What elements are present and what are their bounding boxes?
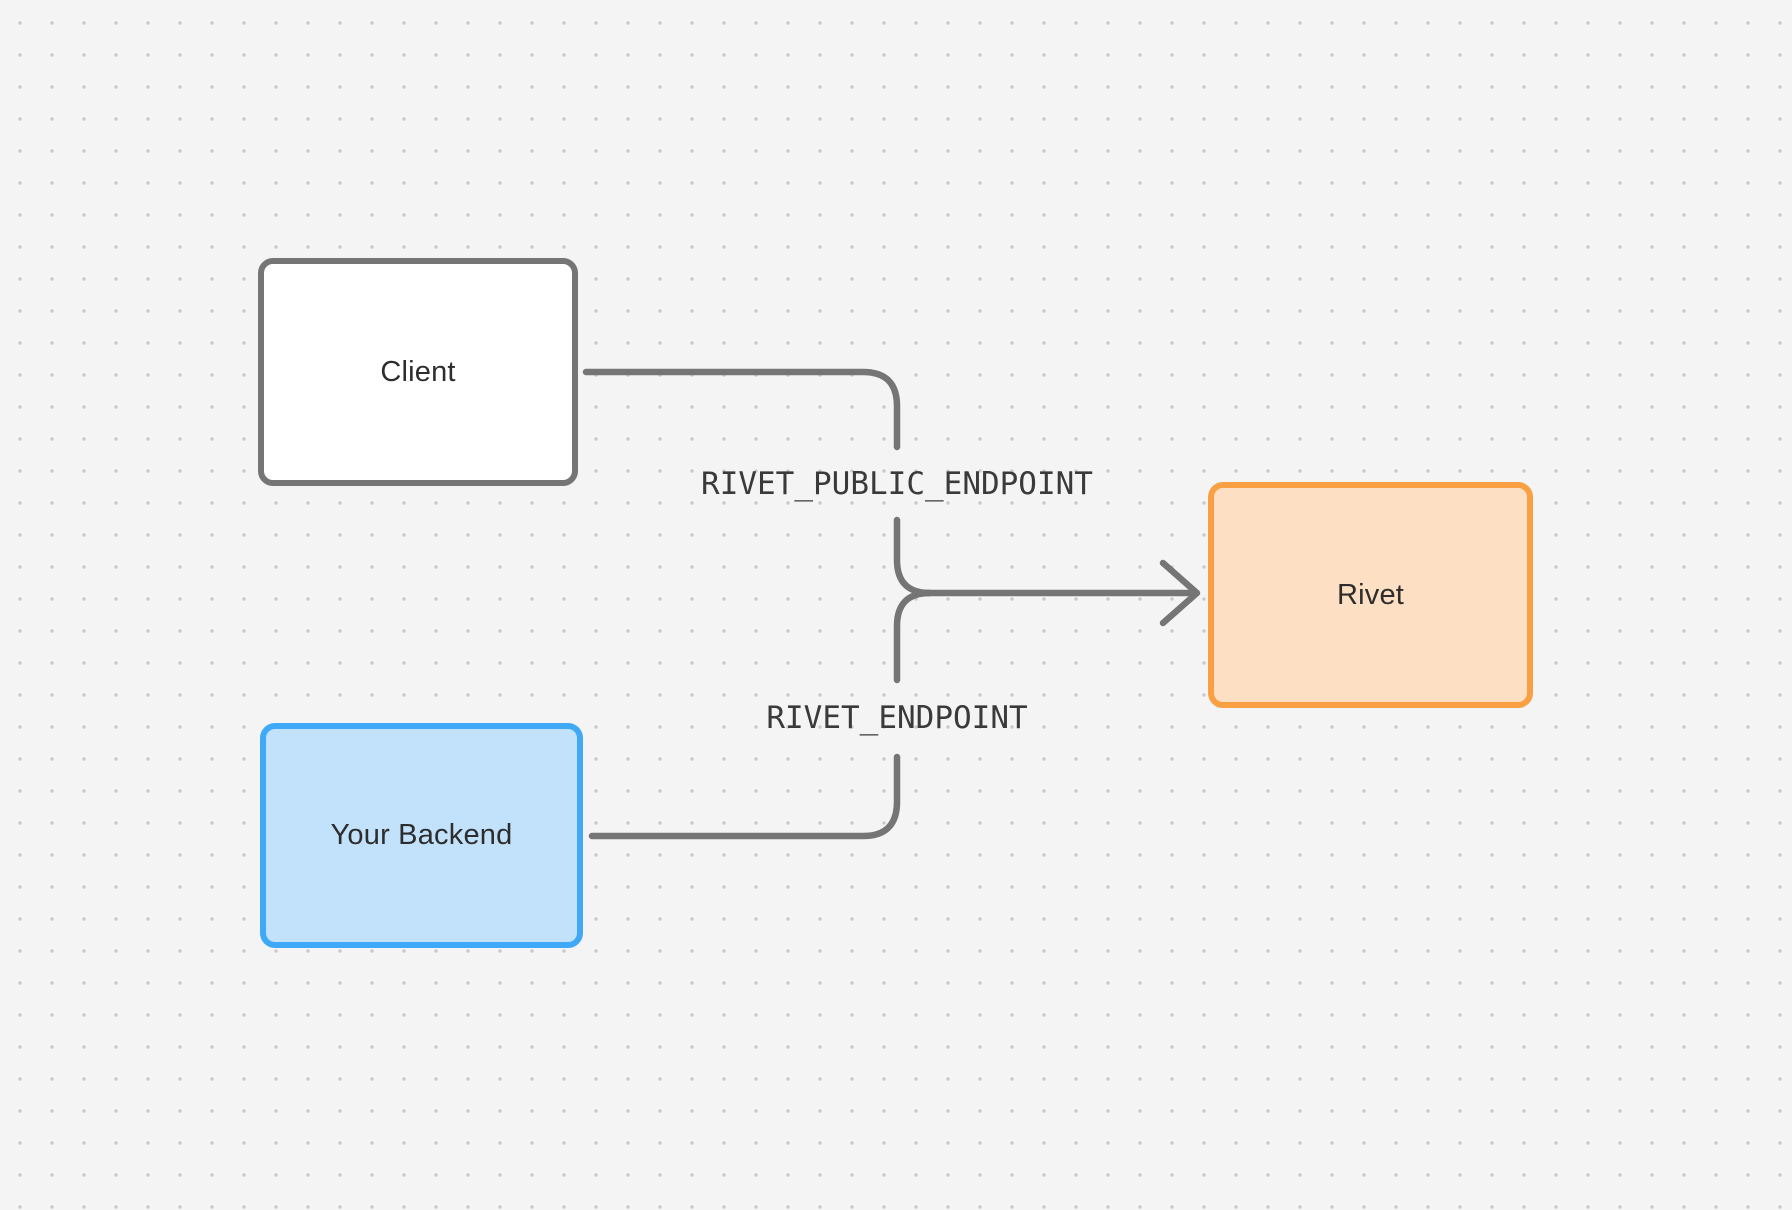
arrowhead-icon	[1159, 559, 1201, 627]
edge-client-segment-2	[893, 516, 934, 597]
edge-client-segment-1	[582, 368, 901, 451]
node-client-label: Client	[380, 355, 456, 388]
edge-label-rivet-public-endpoint: RIVET_PUBLIC_ENDPOINT	[701, 466, 1093, 502]
edge-backend-segment-2	[893, 589, 934, 684]
node-rivet: Rivet	[1208, 482, 1533, 708]
node-rivet-label: Rivet	[1336, 578, 1405, 611]
node-your-backend-label: Your Backend	[330, 819, 513, 851]
node-your-backend: Your Backend	[260, 723, 583, 948]
edge-label-rivet-endpoint: RIVET_ENDPOINT	[766, 700, 1028, 736]
node-client: Client	[258, 258, 578, 486]
edge-backend-segment-1	[588, 753, 901, 840]
